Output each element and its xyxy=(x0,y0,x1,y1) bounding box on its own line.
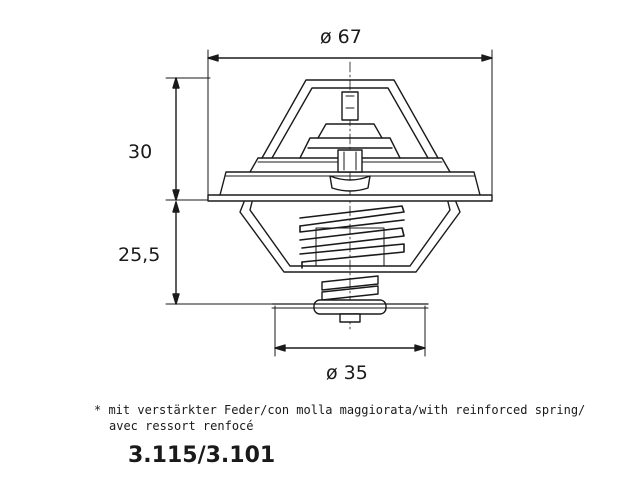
upper-height-dimension xyxy=(165,77,211,201)
upper-bridge-frame xyxy=(261,79,439,159)
footnote-line-2: avec ressort renfocé xyxy=(109,419,254,433)
part-number-cut-off: 3.115/3.101 xyxy=(128,443,276,468)
spring xyxy=(299,205,405,269)
upper-height-label: 30 xyxy=(128,141,153,163)
outer-diameter-dimension xyxy=(207,49,493,201)
outer-diameter-label: ø 67 xyxy=(320,26,362,48)
footnote-line-1: * mit verstärkter Feder/con molla maggio… xyxy=(94,403,586,417)
inner-diameter-label: ø 35 xyxy=(326,362,368,384)
valve-disc xyxy=(329,149,371,192)
lower-height-dimension xyxy=(165,201,313,305)
inner-diameter-dimension xyxy=(274,305,426,357)
wax-element xyxy=(271,275,429,323)
lower-height-label: 25,5 xyxy=(118,244,161,266)
